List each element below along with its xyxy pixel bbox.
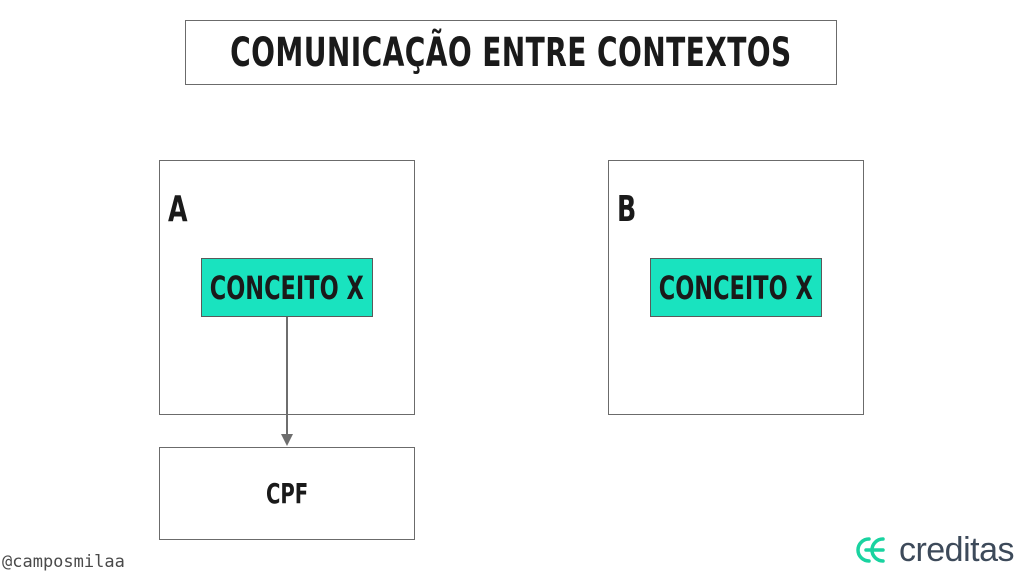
diagram-title: COMUNICAÇÃO ENTRE CONTEXTOS — [230, 29, 792, 76]
creditas-logo-icon — [856, 537, 885, 563]
arrow-head — [281, 434, 293, 446]
cpf-label: CPF — [265, 477, 309, 510]
cpf-box: CPF — [159, 447, 415, 540]
concept-b-box: CONCEITO X — [650, 258, 822, 317]
title-box: COMUNICAÇÃO ENTRE CONTEXTOS — [185, 20, 837, 85]
concept-b-label: CONCEITO X — [658, 268, 814, 307]
author-handle: @camposmilaa — [2, 552, 125, 572]
brand-logo: creditas — [849, 530, 1015, 570]
brand-name: creditas — [898, 530, 1015, 569]
concept-a-box: CONCEITO X — [201, 258, 373, 317]
context-b-label: B — [617, 189, 637, 230]
context-b-box: B — [608, 160, 864, 415]
concept-a-label: CONCEITO X — [209, 268, 365, 307]
context-a-label: A — [168, 189, 188, 230]
